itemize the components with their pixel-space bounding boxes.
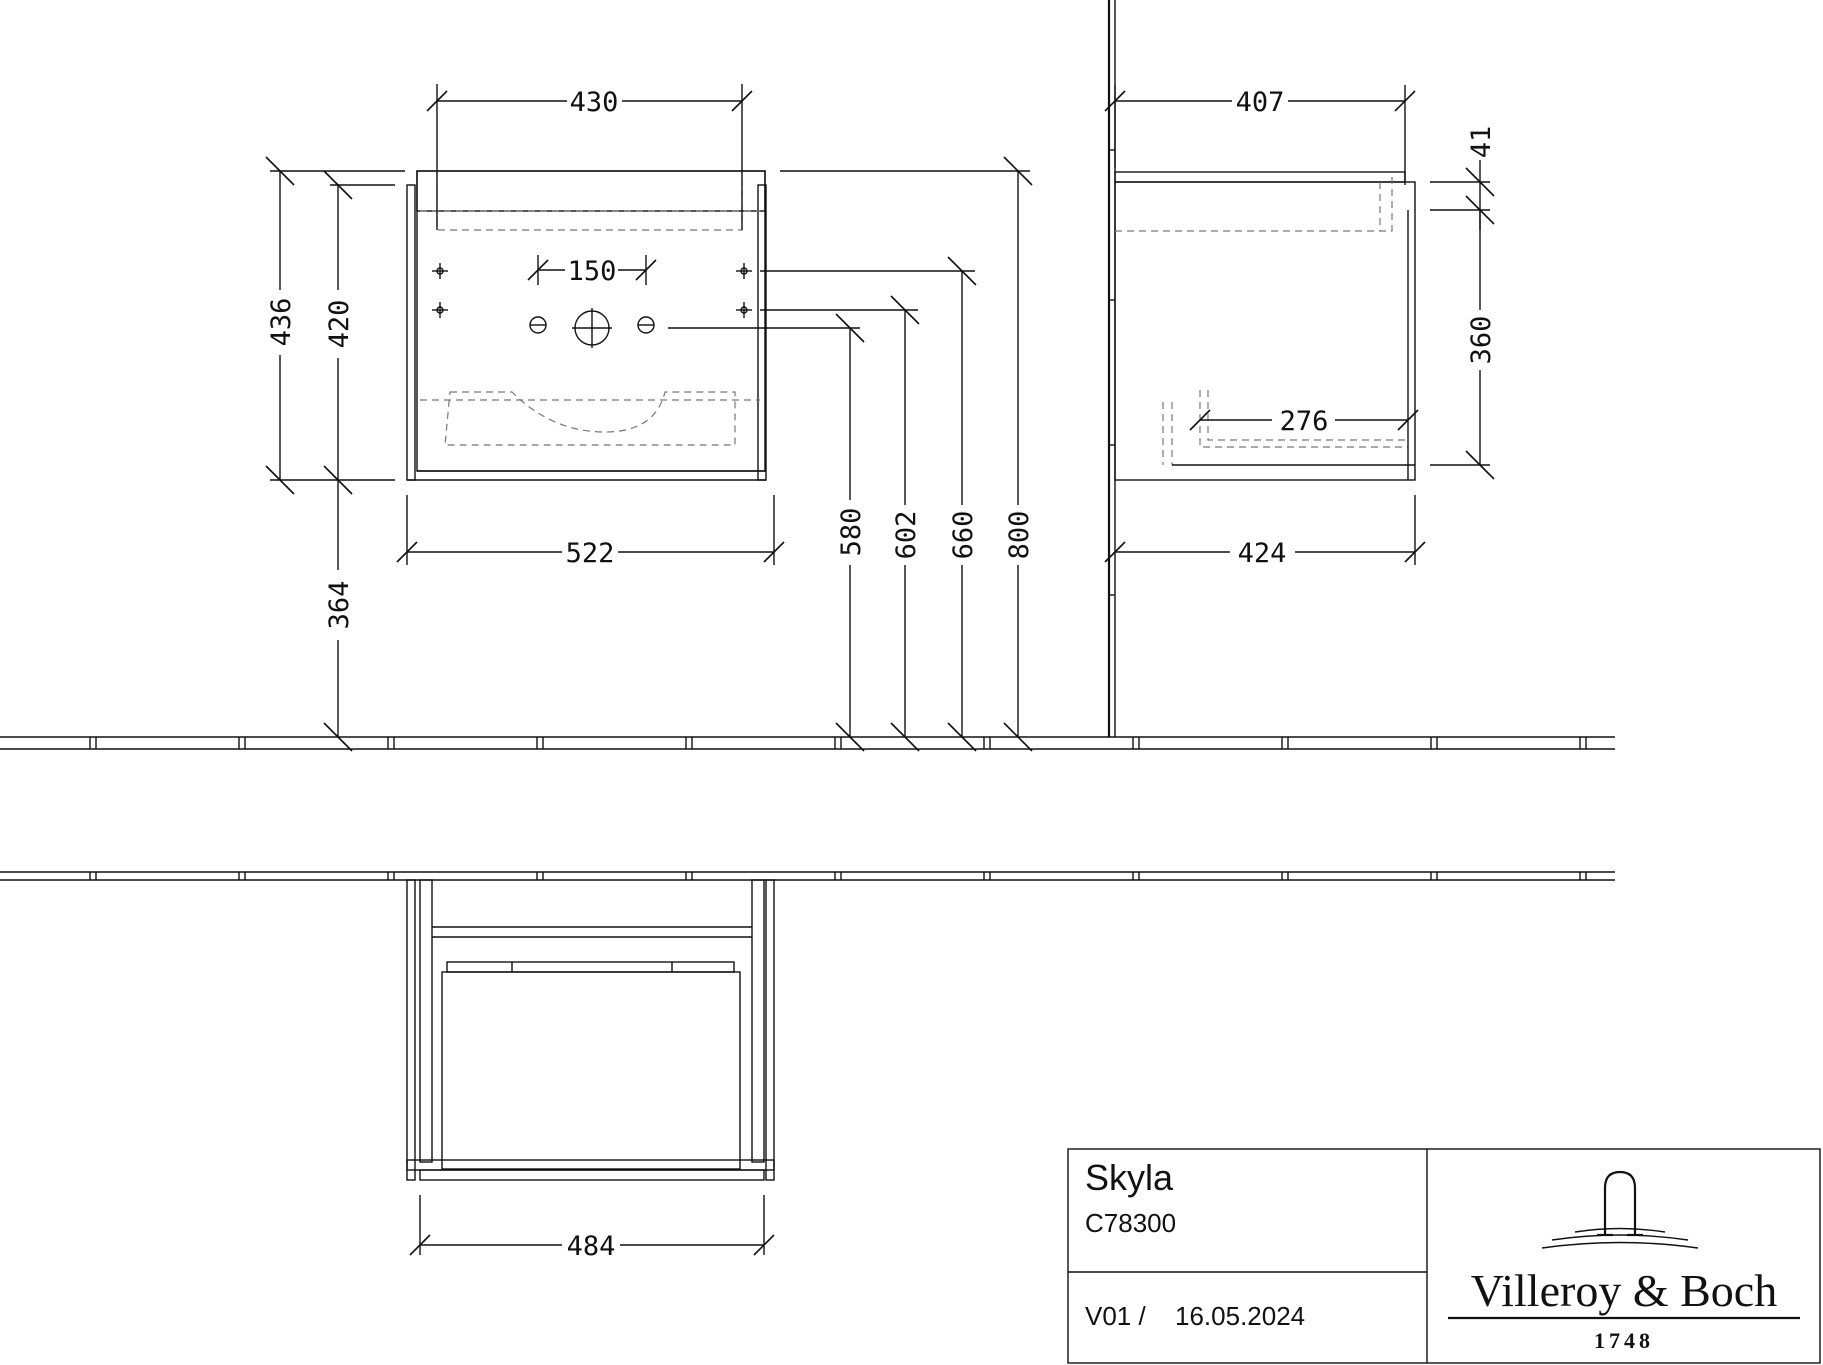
strip-gap: [687, 738, 691, 748]
strip-gap: [985, 873, 989, 879]
strip-gap: [1581, 873, 1585, 879]
dimension-labels: 430 150 436 420 364 522 580 602 660 800 …: [266, 87, 1497, 1262]
strip-gap: [91, 738, 95, 748]
dim-150: 150: [568, 256, 617, 287]
floor-line: [0, 736, 1615, 750]
plan-view: [406, 879, 775, 1181]
product-name: Skyla: [1085, 1157, 1174, 1198]
strip-gap: [538, 873, 542, 879]
strip-gap: [1432, 873, 1436, 879]
dim-580: 580: [836, 508, 867, 557]
title-block: Skyla C78300 V01 / 16.05.2024 Villeroy &…: [1067, 1148, 1821, 1364]
tap-hole: [529, 316, 547, 334]
dim-522: 522: [566, 538, 615, 569]
strip-gap: [836, 738, 840, 748]
mounting-hole: [432, 263, 448, 279]
version-label: V01 /: [1085, 1301, 1146, 1331]
drain-hole: [572, 308, 612, 348]
brand-logo: Villeroy & Boch 1748: [1448, 1170, 1800, 1353]
dimension-lines: [265, 84, 1495, 1256]
strip-gap: [1134, 873, 1138, 879]
strip-gap: [1432, 738, 1436, 748]
strip-gap: [389, 873, 393, 879]
dim-484: 484: [567, 1231, 616, 1262]
strip-gap: [240, 738, 244, 748]
dim-424: 424: [1238, 538, 1287, 569]
strip-gap: [1283, 738, 1287, 748]
strip-gap: [687, 873, 691, 879]
brand-name: Villeroy & Boch: [1471, 1265, 1777, 1316]
front-view: [406, 170, 767, 481]
mounting-hole: [432, 302, 448, 318]
dim-360: 360: [1466, 316, 1497, 365]
dim-364: 364: [324, 581, 355, 630]
dim-407: 407: [1236, 87, 1285, 118]
dim-430: 430: [570, 87, 619, 118]
strip-gap: [836, 873, 840, 879]
side-view: [1114, 171, 1416, 481]
dim-420: 420: [324, 300, 355, 349]
dim-660: 660: [948, 511, 979, 560]
dim-276: 276: [1280, 406, 1329, 437]
wall-side-view: [1107, 0, 1116, 737]
mounting-hole: [736, 302, 752, 318]
strip-gap: [240, 873, 244, 879]
dim-436: 436: [266, 298, 297, 347]
dim-41: 41: [1466, 126, 1497, 159]
dim-800: 800: [1004, 511, 1035, 560]
strip-gap: [985, 738, 989, 748]
product-code: C78300: [1085, 1208, 1176, 1238]
tap-hole: [637, 316, 655, 334]
date-label: 16.05.2024: [1175, 1301, 1305, 1331]
brand-year: 1748: [1594, 1328, 1654, 1353]
strip-gap: [538, 738, 542, 748]
strip-gap: [389, 738, 393, 748]
strip-gap: [1581, 738, 1585, 748]
wall-line-plan: [0, 871, 1615, 881]
dim-602: 602: [891, 511, 922, 560]
mounting-hole: [736, 263, 752, 279]
strip-gap: [1134, 738, 1138, 748]
strip-gap: [91, 873, 95, 879]
strip-gap: [1283, 873, 1287, 879]
